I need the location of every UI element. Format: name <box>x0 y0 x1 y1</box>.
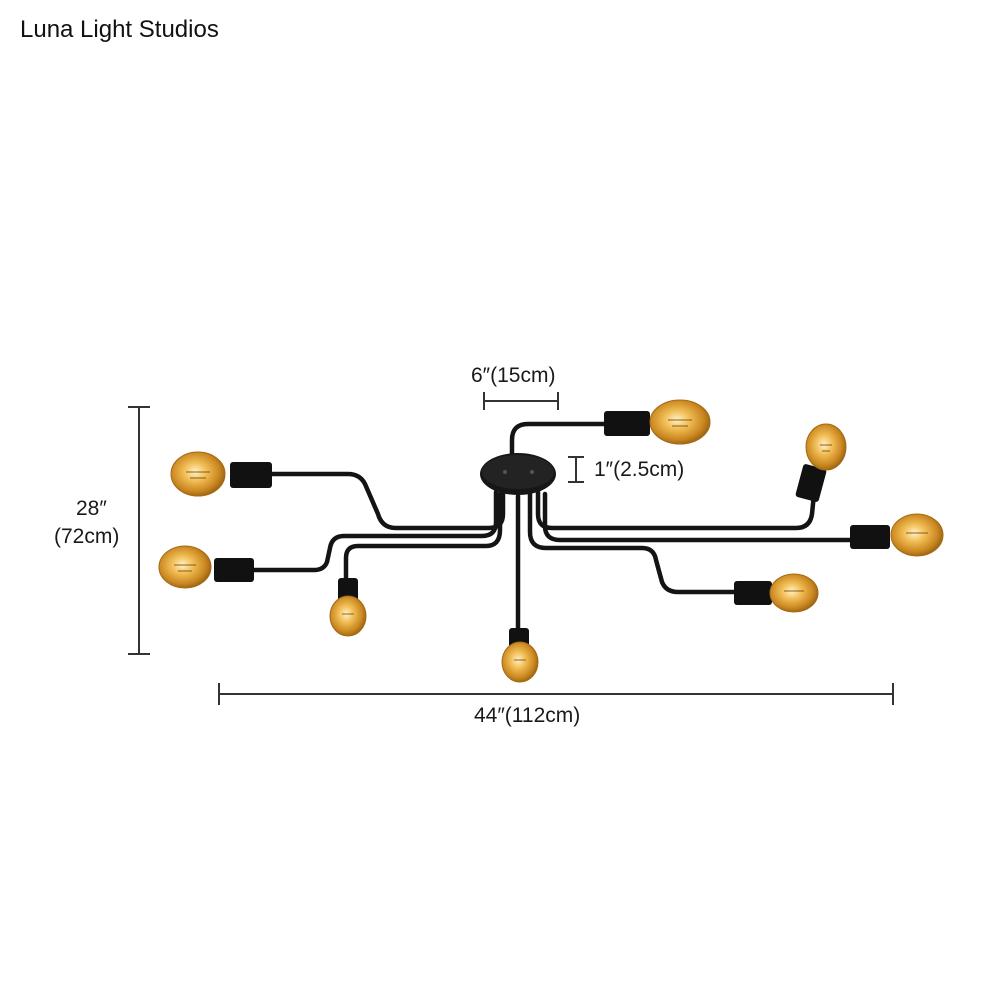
canopy-width-label: 6″(15cm) <box>471 364 556 387</box>
height-inches-label: 28″ <box>76 497 107 520</box>
bulb-filaments <box>174 419 928 661</box>
bulb-icon <box>501 641 539 683</box>
fixture-arms <box>249 421 855 631</box>
canopy <box>480 453 556 495</box>
canopy-height-label: 1″(2.5cm) <box>594 458 685 481</box>
bulb-icon <box>805 423 847 471</box>
bulb-icon <box>769 573 819 613</box>
width-label: 44″(112cm) <box>474 704 581 727</box>
bulb-icon <box>170 451 226 497</box>
edison-bulbs <box>158 399 944 683</box>
bulb-sockets <box>214 411 890 654</box>
bulb-icon <box>329 595 367 637</box>
height-cm-label: (72cm) <box>54 525 120 548</box>
bulb-icon <box>649 399 711 445</box>
brand-name: Luna Light Studios <box>20 16 219 43</box>
bulb-icon <box>890 513 944 557</box>
dimension-lines <box>128 392 894 705</box>
bulb-icon <box>158 545 212 589</box>
